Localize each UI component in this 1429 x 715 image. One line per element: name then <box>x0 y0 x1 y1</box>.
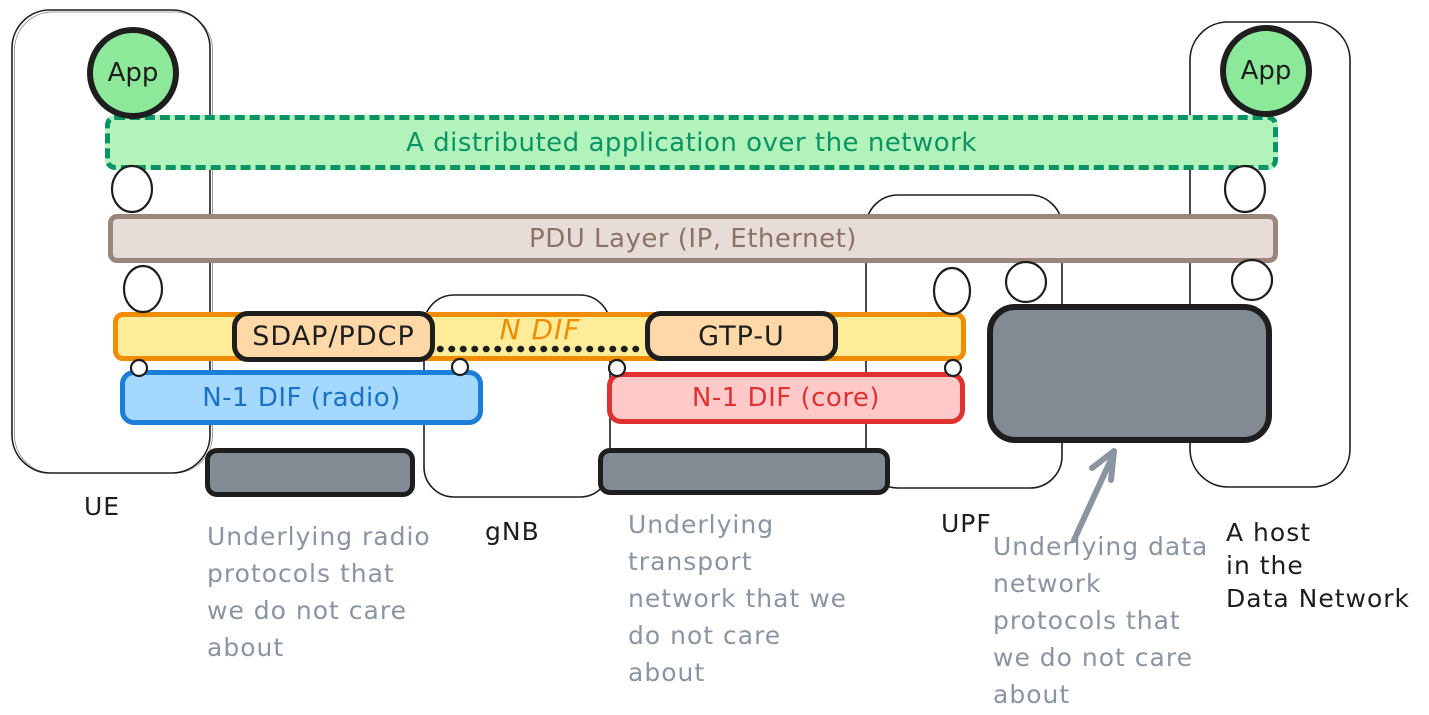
underlying-transport-box <box>598 448 890 495</box>
distributed-app-layer: A distributed application over the netwo… <box>105 115 1278 170</box>
caption-line: about <box>207 633 285 662</box>
datanet-arrow <box>1071 448 1117 543</box>
host-app-circle: App <box>1220 25 1312 117</box>
caption-line: Underlying data <box>993 532 1209 561</box>
ue-app-label: App <box>107 58 159 88</box>
caption-line: protocols that <box>993 606 1181 635</box>
caption-line: network <box>993 569 1102 598</box>
host-label-line: in the <box>1226 551 1304 580</box>
upf-label: UPF <box>941 509 992 538</box>
n-dif-label: N DIF <box>499 313 581 346</box>
distributed-app-label: A distributed application over the netwo… <box>406 127 977 158</box>
connector-circle-host-app <box>1223 164 1267 214</box>
n1-dif-core-label: N-1 DIF (core) <box>691 383 881 413</box>
n1-dif-radio-layer: N-1 DIF (radio) <box>120 370 483 425</box>
caption-line: do not care <box>628 621 782 650</box>
connector-circle-upf-right <box>1004 260 1048 304</box>
underlying-radio-box <box>205 448 415 497</box>
caption-line: we do not care <box>993 643 1193 672</box>
connector-circle-host-pdu <box>1230 258 1274 302</box>
connector-circle-ue-app <box>110 164 154 214</box>
host-label-line: Data Network <box>1226 584 1411 613</box>
ue-app-circle: App <box>87 27 179 119</box>
connector-circle-upf-left <box>932 266 972 316</box>
caption-line: protocols that <box>207 559 395 588</box>
connector-circle-ue-pdu <box>122 264 164 314</box>
gnb-label: gNB <box>485 517 540 546</box>
sdap-pdcp-label: SDAP/PDCP <box>252 321 415 352</box>
underlying-datanet-box <box>987 304 1272 443</box>
ue-label: UE <box>84 492 121 521</box>
n1-dif-core-layer: N-1 DIF (core) <box>607 372 965 424</box>
caption-line: Underlying <box>628 510 775 539</box>
sdap-pdcp-box: SDAP/PDCP <box>232 311 435 362</box>
caption-underlying-datanet: Underlying data network protocols that w… <box>993 528 1208 713</box>
host-label: A host in the Data Network <box>1226 516 1410 615</box>
caption-line: Underlying radio <box>207 522 431 551</box>
caption-line: about <box>628 658 706 687</box>
host-app-label: App <box>1240 56 1292 86</box>
pdu-layer: PDU Layer (IP, Ethernet) <box>108 214 1278 263</box>
host-label-line: A host <box>1226 518 1312 547</box>
pdu-layer-label: PDU Layer (IP, Ethernet) <box>529 223 857 254</box>
datanet-arrow-shaft <box>1071 450 1117 543</box>
caption-underlying-radio: Underlying radio protocols that we do no… <box>207 518 431 666</box>
gtp-u-box: GTP-U <box>645 311 838 361</box>
caption-line: network that we <box>628 584 848 613</box>
caption-underlying-transport: Underlying transport network that we do … <box>628 506 847 691</box>
caption-line: we do not care <box>207 596 407 625</box>
caption-line: about <box>993 680 1071 709</box>
n1-dif-radio-label: N-1 DIF (radio) <box>202 382 401 413</box>
datanet-arrow-head <box>1089 448 1117 483</box>
caption-line: transport <box>628 547 753 576</box>
gtp-u-label: GTP-U <box>698 320 785 352</box>
